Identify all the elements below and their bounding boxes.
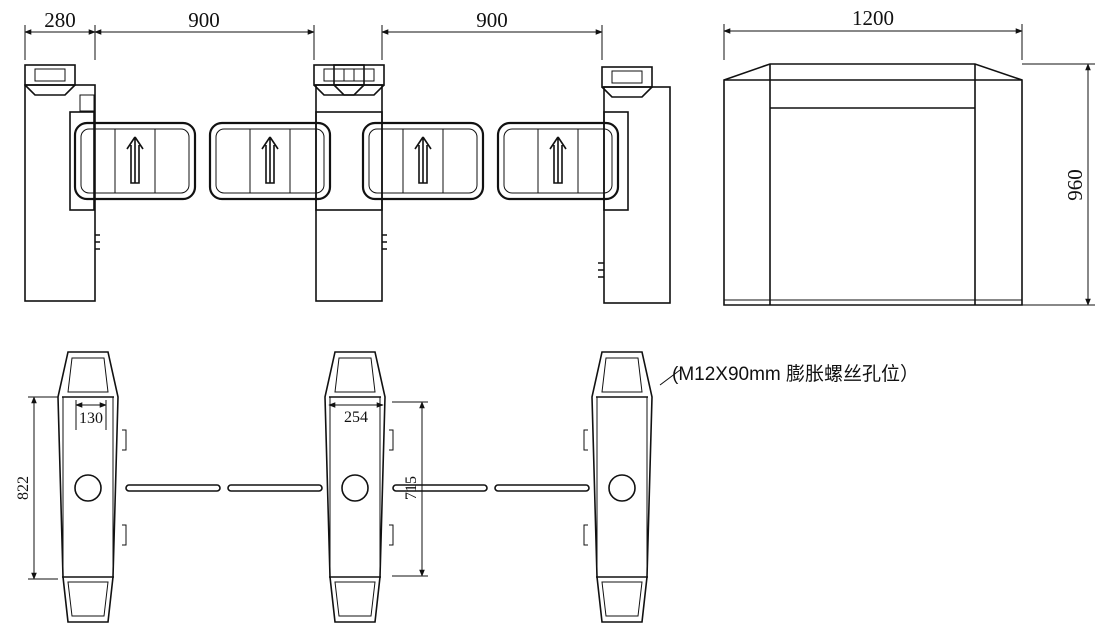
flap-1 xyxy=(73,121,197,201)
plan-left-housing xyxy=(57,351,119,623)
dim-lane-width-1: 900 xyxy=(188,8,220,32)
plan-view: 130 254 822 715 (M12X90mm 膨胀螺丝孔位） xyxy=(15,351,919,623)
dim-lane-width-2: 900 xyxy=(476,8,508,32)
front-elevation: 280 900 900 xyxy=(24,8,671,304)
dim-length-inner: 715 xyxy=(403,476,420,500)
right-post xyxy=(598,66,671,304)
flap-2 xyxy=(208,121,332,201)
side-elevation: 1200 960 xyxy=(723,6,1095,306)
dim-height: 960 xyxy=(1063,169,1087,201)
dim-middle-width: 254 xyxy=(344,409,368,426)
middle-post xyxy=(313,64,387,302)
flap-3 xyxy=(361,121,485,201)
plan-right-housing xyxy=(591,351,653,623)
dim-base-width: 130 xyxy=(79,410,103,427)
dim-side-length: 1200 xyxy=(852,6,894,30)
anchor-hole-note: (M12X90mm 膨胀螺丝孔位） xyxy=(672,363,919,385)
dim-gap-left: 280 xyxy=(44,8,76,32)
dim-length-outer: 822 xyxy=(15,476,32,500)
plan-middle-housing xyxy=(324,351,386,623)
left-post xyxy=(24,64,100,302)
flap-4 xyxy=(496,121,620,201)
